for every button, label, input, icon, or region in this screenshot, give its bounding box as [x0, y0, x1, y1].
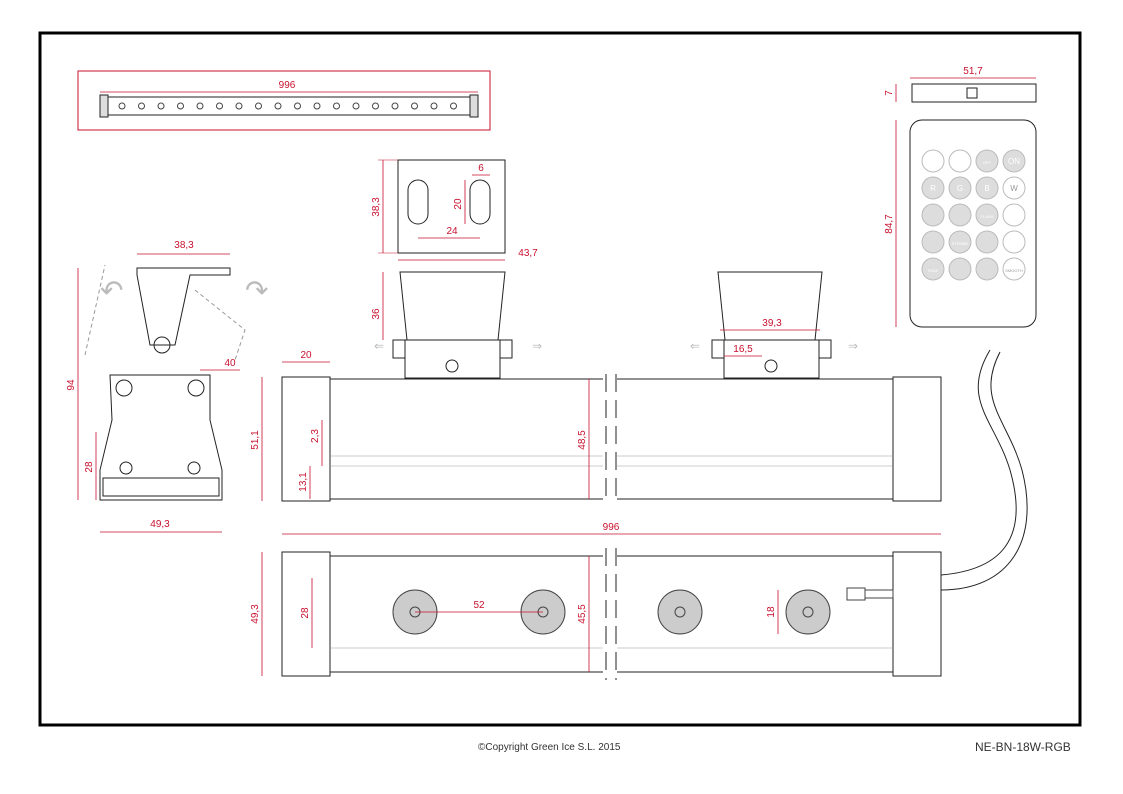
led-dot [411, 102, 418, 110]
remote-button [948, 203, 972, 227]
remote-button [975, 203, 999, 227]
arrow-left-icon-2: ⇐ [690, 339, 700, 353]
remote-button [1002, 257, 1026, 281]
dim-remote-h: 84,7 [884, 214, 895, 234]
remote-button [1002, 230, 1026, 254]
led-dot [352, 102, 360, 110]
remote-button [921, 149, 945, 173]
arrow-right-icon: ⇒ [532, 339, 542, 353]
dim-bottom-length: 996 [603, 522, 620, 533]
led-dot [372, 102, 379, 110]
dim-mount-inner: 16,5 [733, 344, 753, 355]
remote-button-label: R [930, 184, 936, 193]
dim-top-length: 996 [279, 80, 296, 91]
dim-profile-h: 94 [66, 379, 77, 391]
dim-end-cap-w: 20 [300, 350, 312, 361]
bar-bottom-view: 996 52 49,3 28 45,5 18 [250, 522, 942, 680]
remote-control: 51,7 7 84,7 OFF ON R G B W FLASH STROBE FADE SMOO… [884, 66, 1037, 328]
dim-bracket-h: 38,3 [371, 197, 382, 217]
dim-lens-d: 18 [766, 606, 777, 618]
led-dot [430, 102, 438, 110]
remote-button-label: STROBE [952, 241, 969, 246]
dim-bottom-inner: 28 [300, 607, 311, 619]
copyright-text: ©Copyright Green Ice S.L. 2015 [478, 742, 621, 753]
remote-button [975, 176, 999, 200]
power-cable [940, 349, 1017, 576]
model-code: NE-BN-18W-RGB [975, 740, 1071, 754]
arrow-left-icon: ⇐ [374, 339, 384, 353]
mounting-bracket-right: 39,3 16,5 ⇐ ⇒ [690, 271, 858, 379]
bar-side-view: 20 51,1 2,3 13,1 48,5 [250, 350, 942, 504]
profile-end-view: ↶ ↷ 38,3 94 40 28 49,3 [66, 240, 268, 533]
led-dot [391, 102, 399, 110]
dim-gap-2: 2,3 [310, 429, 321, 443]
led-dot [216, 102, 223, 110]
dim-bracket-side-h: 36 [371, 308, 382, 320]
dim-bracket-slot-w: 6 [478, 163, 484, 174]
led-dot [138, 102, 145, 110]
remote-button [1002, 176, 1026, 200]
led-dot [274, 102, 282, 110]
remote-button [921, 230, 945, 254]
dim-bracket-slot-h: 20 [453, 198, 464, 210]
remote-button [975, 149, 999, 173]
dim-bracket-slot-spacing: 24 [446, 226, 458, 237]
remote-button [948, 176, 972, 200]
led-dot [313, 102, 321, 110]
remote-button [948, 230, 972, 254]
remote-button [948, 149, 972, 173]
dim-body-h: 51,1 [250, 430, 261, 450]
remote-button-label: SMOOTH [1005, 268, 1023, 273]
remote-button-label: W [1010, 184, 1018, 193]
dim-bottom-h: 49,3 [250, 604, 261, 624]
dim-bracket-w: 43,7 [518, 248, 538, 259]
led-dot [177, 102, 184, 110]
led-dot [157, 102, 165, 110]
bracket-plate-view: 38,3 6 20 24 43,7 [371, 159, 538, 261]
remote-button-label: FADE [928, 268, 939, 273]
lens-4 [785, 589, 831, 635]
dim-body-inner-h: 48,5 [577, 430, 588, 450]
remote-button [1002, 149, 1026, 173]
dim-profile-top-w: 38,3 [174, 240, 194, 251]
led-dot [235, 102, 243, 110]
remote-button [921, 203, 945, 227]
top-bar-view: 996 [77, 70, 491, 131]
arrow-right-icon-2: ⇒ [848, 339, 858, 353]
dim-profile-side: 40 [224, 358, 236, 369]
remote-button [975, 257, 999, 281]
remote-button [921, 257, 945, 281]
rotate-left-icon: ↶ [100, 275, 123, 306]
remote-button-label: B [984, 184, 989, 193]
dim-mount-w: 39,3 [762, 318, 782, 329]
dim-profile-w: 49,3 [150, 519, 170, 530]
dim-remote-t: 7 [884, 90, 895, 96]
led-dot [196, 102, 204, 110]
dim-bottom-inner-h: 45,5 [577, 604, 588, 624]
remote-button-label: FLASH [981, 214, 994, 219]
drawing-frame [38, 31, 1082, 727]
dim-lens-spacing: 52 [473, 600, 485, 611]
lens-3 [657, 589, 703, 635]
led-dot [294, 102, 301, 110]
remote-button [921, 176, 945, 200]
led-dot [255, 102, 262, 110]
dim-remote-w: 51,7 [963, 66, 983, 77]
remote-button [975, 230, 999, 254]
led-dot [333, 102, 340, 110]
remote-button-label: OFF [983, 160, 992, 165]
remote-button-label: ON [1008, 157, 1020, 166]
mounting-bracket-left: 36 ⇐ ⇒ [371, 271, 542, 379]
rotate-right-icon: ↷ [245, 275, 268, 306]
led-dot [450, 102, 457, 110]
remote-button-label: G [957, 184, 963, 193]
led-dot [118, 102, 126, 110]
remote-button [1002, 203, 1026, 227]
remote-button [948, 257, 972, 281]
dim-profile-lower: 28 [84, 461, 95, 473]
dim-gap-13: 13,1 [298, 472, 309, 492]
